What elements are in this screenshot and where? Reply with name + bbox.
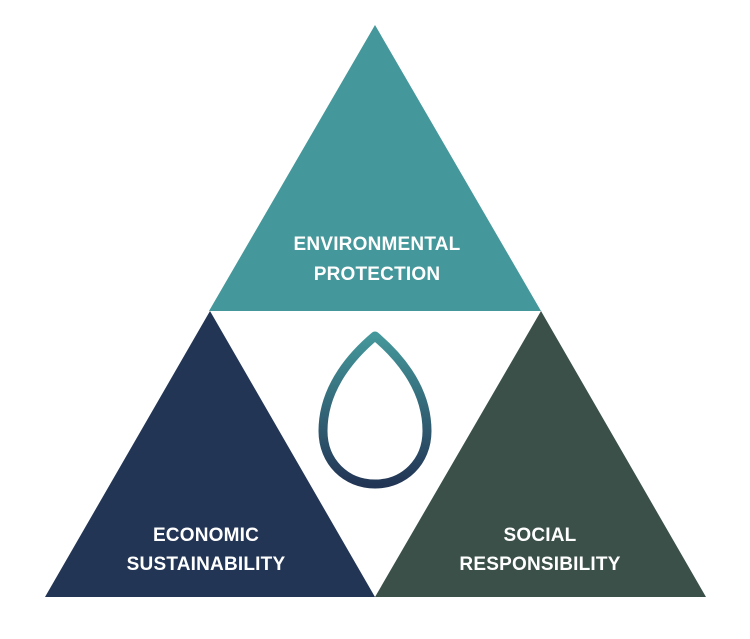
economic-label-line2: SUSTAINABILITY	[127, 554, 286, 575]
social-responsibility-triangle	[375, 311, 706, 597]
environmental-label-line1: ENVIRONMENTAL	[294, 234, 461, 255]
environmental-label-line2: PROTECTION	[314, 264, 441, 285]
water-drop-icon	[318, 331, 432, 489]
economic-label-line1: ECONOMIC	[153, 525, 259, 546]
social-label-line2: RESPONSIBILITY	[459, 554, 620, 575]
economic-sustainability-triangle	[45, 311, 375, 597]
environmental-protection-triangle	[209, 25, 541, 311]
social-label-line1: SOCIAL	[504, 525, 577, 546]
